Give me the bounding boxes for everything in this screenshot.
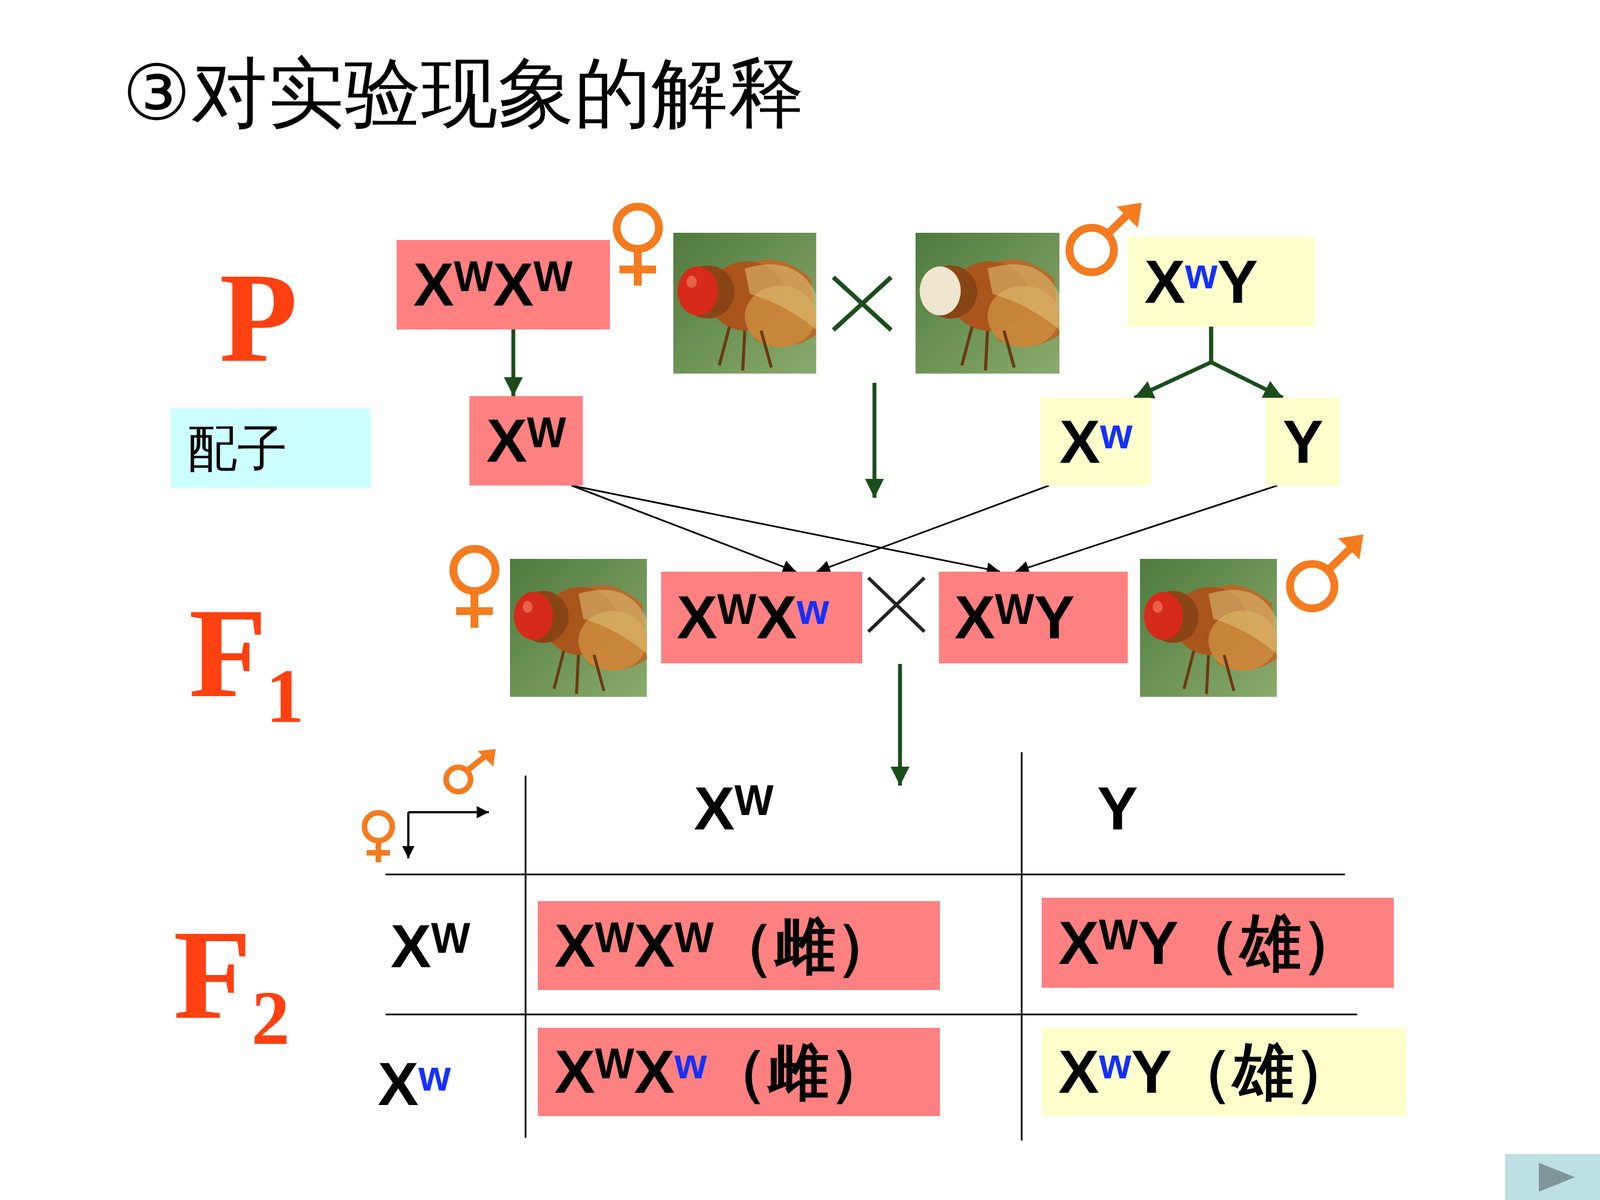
genotype-text: XᵂXᵂ（雌）	[554, 910, 897, 982]
connector-arrow	[1211, 326, 1283, 398]
gamete-box: Xᵂ	[469, 396, 583, 486]
recessive-allele: ʷ	[1185, 247, 1218, 316]
f2-cell: XᵂXʷ（雌）	[537, 1027, 940, 1117]
cross-arrow	[872, 382, 877, 498]
generation-label: F₂	[173, 911, 290, 1039]
recessive-allele: ʷ	[418, 1049, 451, 1118]
cross-mark	[868, 577, 925, 632]
recessive-allele: ʷ	[1098, 1037, 1132, 1106]
recessive-allele: ʷ	[675, 1037, 708, 1106]
genotype-text: XʷY	[1144, 246, 1258, 318]
genotype-text: XᵂXʷ	[676, 582, 829, 653]
recessive-allele: ʷ	[1100, 407, 1133, 476]
red-eyed-fly	[1140, 558, 1277, 697]
male-symbol	[1290, 534, 1364, 609]
f2-cell: XʷY（雄）	[1041, 1027, 1407, 1117]
slide-title: ③对实验现象的解释	[122, 47, 805, 140]
generation-label: P	[219, 253, 298, 382]
table-header: Y	[1097, 773, 1138, 844]
genotype-text: XᵂXʷ（雌）	[554, 1036, 890, 1108]
genotype-text: 配子	[187, 418, 288, 479]
genotype-text: Xʷ	[1059, 406, 1133, 478]
f1-genotype-box: XᵂY	[938, 571, 1128, 664]
corner-arrow	[408, 811, 489, 814]
connector-arrow	[571, 485, 1000, 572]
connector-arrow	[511, 329, 516, 397]
genotype-text: XᵂY（雄）	[1058, 907, 1363, 979]
nav-triangle	[1538, 1162, 1575, 1192]
male-symbol	[446, 748, 496, 792]
female-symbol	[616, 206, 659, 286]
cross-mark	[833, 277, 892, 330]
genotype-text: XᵂY	[954, 582, 1075, 653]
genotype-text: Xᵂ	[486, 405, 566, 477]
connector-arrow	[1134, 326, 1212, 398]
corner-arrow	[407, 812, 410, 859]
connector-arrow	[816, 485, 1049, 572]
connector-arrow	[1015, 485, 1278, 572]
recessive-allele: ʷ	[797, 582, 830, 652]
gamete-box: Y	[1266, 397, 1340, 486]
female-symbol	[364, 812, 393, 863]
genotype-text: XᵂXᵂ	[413, 249, 573, 320]
table-header: Xᵂ	[693, 773, 774, 844]
f2-cell: XᵂY（雄）	[1041, 897, 1394, 988]
parent-genotype-box: XʷY	[1127, 236, 1315, 327]
gamete-label-box: 配子	[170, 408, 371, 488]
generation-label: F₁	[188, 589, 305, 718]
genotype-text: XʷY（雄）	[1058, 1036, 1355, 1108]
red-eyed-fly	[510, 558, 647, 697]
table-header: Xʷ	[377, 1048, 451, 1120]
nav-button	[1505, 1153, 1600, 1200]
female-symbol	[453, 548, 496, 628]
gamete-box: Xʷ	[1040, 397, 1152, 486]
parent-genotype-box: XᵂXᵂ	[396, 240, 610, 330]
cross-arrow	[898, 663, 903, 786]
table-header: Xᵂ	[390, 911, 470, 982]
f1-genotype-box: XᵂXʷ	[661, 571, 863, 664]
connector-arrow	[571, 485, 797, 572]
f2-cell: XᵂXᵂ（雌）	[537, 901, 940, 990]
white-eyed-fly	[915, 232, 1060, 374]
red-eyed-fly	[673, 232, 817, 374]
genotype-text: Y	[1282, 406, 1324, 478]
